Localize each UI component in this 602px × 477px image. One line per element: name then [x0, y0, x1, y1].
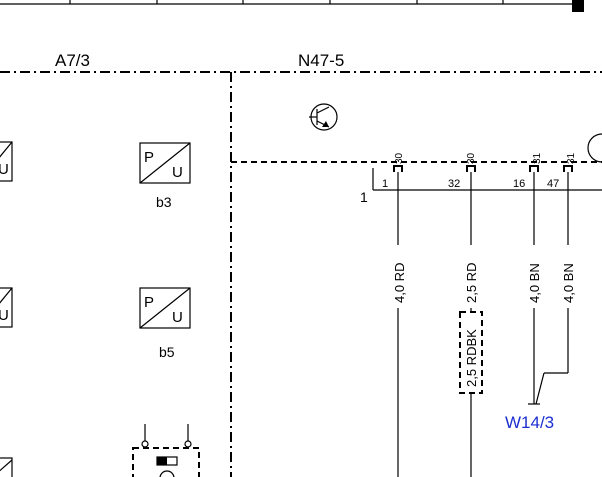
svg-text:U: U — [0, 161, 9, 178]
wire-label-1: 4,0 RD — [392, 263, 407, 303]
sensor-left-partial-2: U — [0, 287, 13, 328]
module-title-a7-3: A7/3 — [55, 51, 90, 70]
svg-text:P: P — [144, 294, 154, 311]
module-title-n47-5: N47-5 — [298, 51, 344, 70]
sensor-label-b5: b5 — [159, 344, 175, 360]
table-fragment — [0, 0, 584, 12]
pin-label-1: 30 — [394, 152, 405, 164]
pin-terminals — [393, 165, 573, 172]
conn-number-32: 32 — [448, 178, 460, 190]
module-boundary — [0, 71, 602, 477]
pressure-sensor-b3: P U — [139, 142, 191, 184]
sensor-left-partial-1: U — [0, 141, 13, 182]
wire-label-5: 4,0 BN — [561, 263, 576, 303]
svg-text:U: U — [172, 164, 183, 181]
transistor-icon — [309, 103, 338, 131]
svg-text:U: U — [0, 307, 9, 324]
pressure-sensor-b5: P U — [139, 287, 191, 329]
conn-number-1: 1 — [382, 178, 388, 190]
switch-component — [132, 424, 200, 477]
conn-number-47: 47 — [547, 178, 559, 190]
wires — [397, 172, 569, 477]
wire-label-3: 2,5 RDBK — [464, 329, 479, 387]
sensor-label-b3: b3 — [156, 194, 172, 210]
ground-point-label[interactable]: W14/3 — [505, 413, 554, 432]
connector-block — [372, 133, 602, 191]
scroll-corner — [572, 0, 584, 12]
wire-sleeve — [459, 311, 483, 394]
svg-text:U: U — [172, 309, 183, 326]
sensor-left-partial-3 — [0, 457, 13, 477]
conn-number-16: 16 — [513, 178, 525, 190]
pin-label-3: 31 — [532, 152, 543, 164]
svg-text:P: P — [144, 149, 154, 166]
wire-label-2: 2,5 RD — [464, 263, 479, 303]
wire-label-4: 4,0 BN — [527, 263, 542, 303]
connector-side-label: 1 — [360, 189, 368, 205]
pin-label-4: 31 — [566, 152, 577, 164]
pin-label-2: 30 — [466, 152, 477, 164]
